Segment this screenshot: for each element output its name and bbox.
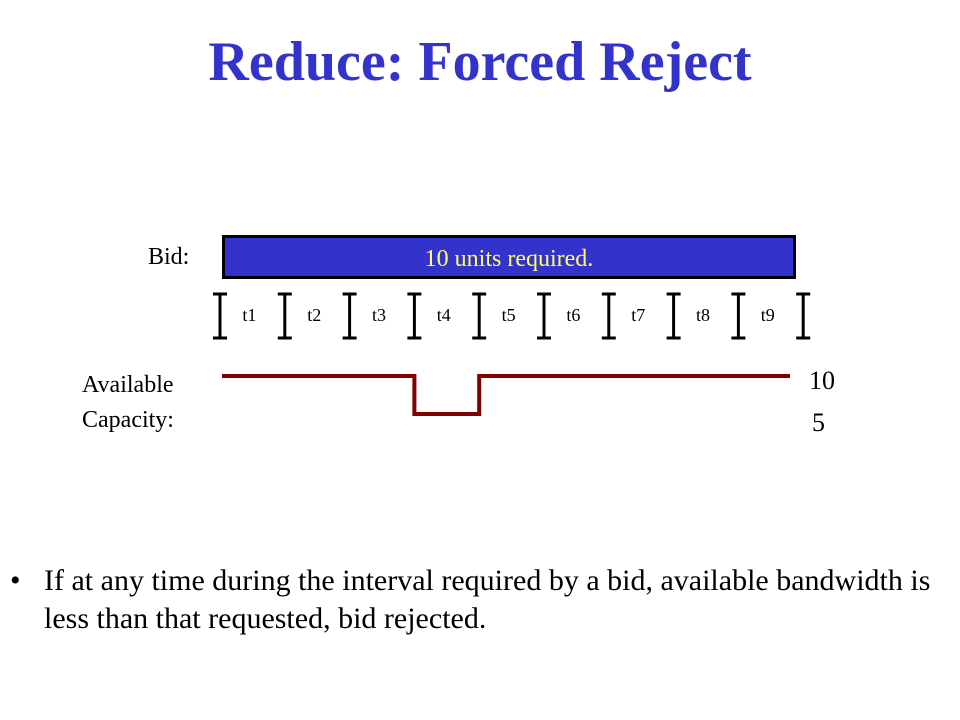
available-label-line2: Capacity: <box>82 406 174 433</box>
tick-mark <box>796 292 811 340</box>
bullet-item: • If at any time during the interval req… <box>10 562 944 638</box>
slide-title: Reduce: Forced Reject <box>208 31 752 93</box>
time-slot-label: t8 <box>696 305 711 325</box>
tick-mark <box>601 292 616 340</box>
tick-marks <box>213 292 811 340</box>
available-label-line1: Available <box>82 372 174 398</box>
tick-mark <box>666 292 681 340</box>
capacity-low-label: 5 <box>812 408 825 437</box>
time-slot-label: t1 <box>242 305 257 325</box>
tick-mark <box>537 292 551 340</box>
tick-mark <box>407 292 422 340</box>
tick-mark <box>472 292 487 340</box>
time-slot-label: t3 <box>372 305 387 325</box>
tick-mark <box>277 292 292 340</box>
available-capacity-label: Available Capacity: <box>82 368 174 438</box>
time-slot-label: t5 <box>501 305 516 325</box>
capacity-high-label: 10 <box>809 366 835 395</box>
time-slot-label: t4 <box>436 305 451 325</box>
bullet-mark: • <box>10 564 21 597</box>
time-slot-label: t7 <box>631 305 646 325</box>
time-slot-label: t6 <box>566 305 581 325</box>
bid-label: Bid: <box>148 244 190 270</box>
bid-text: 10 units required. <box>424 246 594 272</box>
tick-mark <box>213 292 227 340</box>
bid-bar: 10 units required. <box>222 235 796 279</box>
tick-mark <box>731 292 746 340</box>
tick-mark <box>342 292 357 340</box>
time-slot-label: t9 <box>760 305 775 325</box>
capacity-line <box>222 374 790 416</box>
bullet-text: If at any time during the interval requi… <box>44 564 931 635</box>
time-slot-label: t2 <box>307 305 322 325</box>
